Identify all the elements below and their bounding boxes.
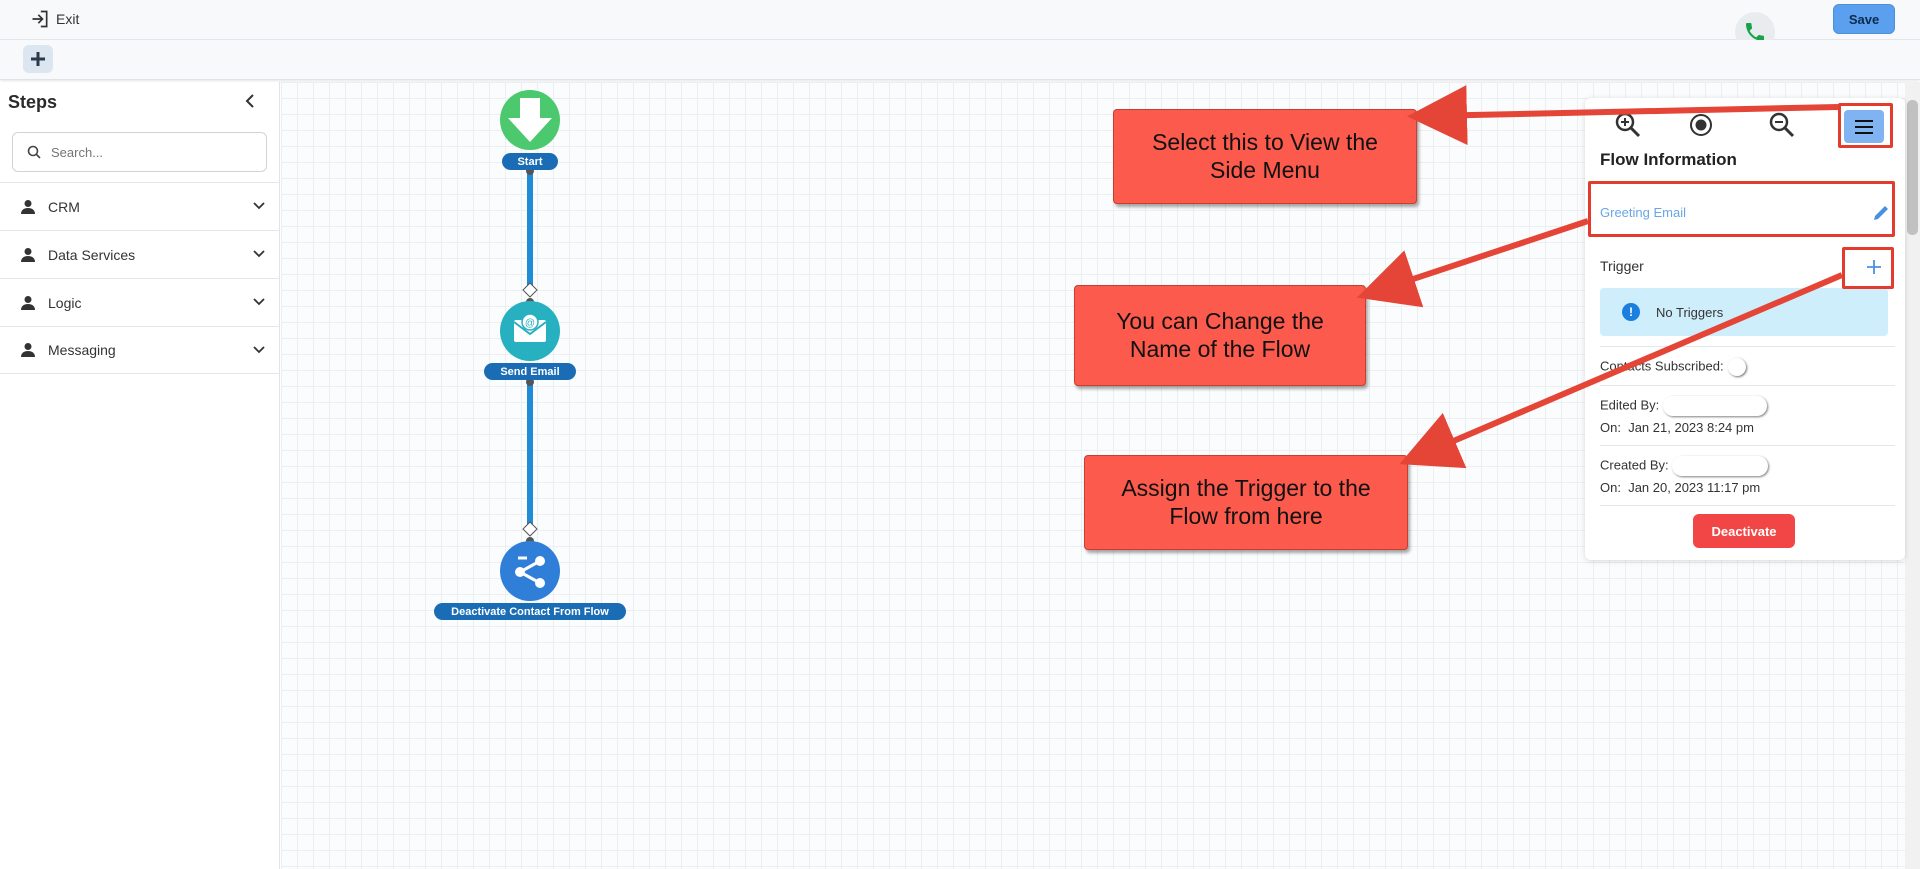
chevron-down-icon [253,346,265,354]
edited-on-label: On: [1600,420,1621,435]
share-icon [515,556,545,588]
flow-name: Greeting Email [1600,204,1686,220]
scrollbar-thumb[interactable] [1907,100,1918,235]
edited-on-value: Jan 21, 2023 8:24 pm [1628,420,1754,435]
created-by-value [1672,456,1769,476]
no-triggers-text: No Triggers [1656,304,1724,320]
vertical-scrollbar[interactable] [1905,82,1920,869]
chevron-down-icon [253,202,265,210]
exit-icon [32,10,48,28]
search-field[interactable] [12,132,267,172]
callout-assign-trigger: Assign the Trigger to the Flow from here [1084,455,1408,550]
category-label: Logic [48,294,82,311]
created-on-label: On: [1600,480,1621,495]
divider [1600,445,1895,446]
edited-by-label: Edited By: [1600,397,1660,413]
center-icon[interactable] [1688,112,1714,138]
node-label-deactivate: Deactivate Contact From Flow [434,603,626,620]
edited-by-value [1662,396,1767,416]
highlight-flow-name [1588,181,1895,237]
node-label-send-email: Send Email [484,363,576,380]
category-label: Messaging [48,342,116,358]
created-on-value: Jan 20, 2023 11:17 pm [1628,480,1761,495]
top-bar: Exit Save [0,0,1920,52]
chevron-left-icon[interactable] [243,92,259,112]
contacts-subscribed: Contacts Subscribed: [1600,358,1746,376]
zoom-out-icon[interactable] [1769,112,1795,138]
divider [1600,346,1895,347]
category-crm[interactable]: CRM [0,182,280,230]
person-icon [21,199,35,214]
chevron-down-icon [253,298,265,306]
edited-by: Edited By: [1600,396,1767,416]
divider [1600,505,1895,506]
divider [1600,385,1895,386]
email-icon: @ [513,313,547,342]
save-button[interactable]: Save [1833,4,1895,34]
toolbar [0,40,1920,80]
info-icon: ! [1622,303,1640,321]
exit-label: Exit [56,11,80,27]
connector-dot [526,378,534,386]
created-by-label: Created By: [1600,457,1669,473]
svg-text:@: @ [525,318,535,329]
created-by: Created By: [1600,456,1769,476]
connector-diamond [522,282,538,298]
add-trigger-icon[interactable] [1866,259,1882,275]
side-menu-button[interactable] [1844,110,1884,143]
category-label: Data Services [48,246,136,263]
start-node[interactable] [500,90,560,150]
sidebar-title: Steps [8,92,58,112]
no-triggers-alert: ! No Triggers [1600,288,1888,336]
contacts-subscribed-label: Contacts Subscribed: [1600,358,1724,374]
zoom-in-icon[interactable] [1615,112,1641,138]
person-icon [21,343,35,357]
exit-button[interactable]: Exit [30,9,79,29]
highlight-menu-button [1838,103,1893,148]
category-messaging[interactable]: Messaging [0,326,280,374]
category-list: CRM Data Services Logic Messaging [0,182,280,374]
steps-sidebar: Steps CRM Data Services Logic Messaging [0,82,280,869]
deactivate-button[interactable]: Deactivate [1693,514,1795,548]
panel-title: Flow Information [1600,150,1737,169]
flow-information-panel: Flow Information Greeting Email Trigger … [1585,98,1905,560]
flow-name-field[interactable]: Greeting Email [1600,190,1890,234]
category-logic[interactable]: Logic [0,278,280,326]
add-step-button[interactable] [23,45,53,73]
category-data-services[interactable]: Data Services [0,230,280,278]
callout-side-menu: Select this to View the Side Menu [1113,109,1417,204]
hamburger-icon [1855,119,1873,134]
person-icon [21,247,35,262]
category-label: CRM [48,198,80,215]
callout-change-name: You can Change the Name of the Flow [1074,285,1366,386]
chevron-down-icon [253,250,265,258]
trigger-label: Trigger [1600,258,1644,274]
created-on: On: Jan 20, 2023 11:17 pm [1600,480,1760,495]
send-email-node[interactable]: @ [500,301,560,361]
highlight-add-trigger [1842,247,1894,289]
plus-icon [31,52,45,66]
search-icon [27,145,41,159]
search-input[interactable] [51,144,241,160]
connector-diamond [522,521,538,537]
phone-icon [1746,23,1764,41]
deactivate-contact-node[interactable] [500,541,560,601]
contacts-subscribed-toggle[interactable] [1727,358,1746,376]
person-icon [21,295,35,310]
pencil-icon[interactable] [1872,204,1890,222]
arrow-down-icon [508,98,552,142]
node-label-start: Start [502,153,558,170]
edited-on: On: Jan 21, 2023 8:24 pm [1600,420,1754,435]
